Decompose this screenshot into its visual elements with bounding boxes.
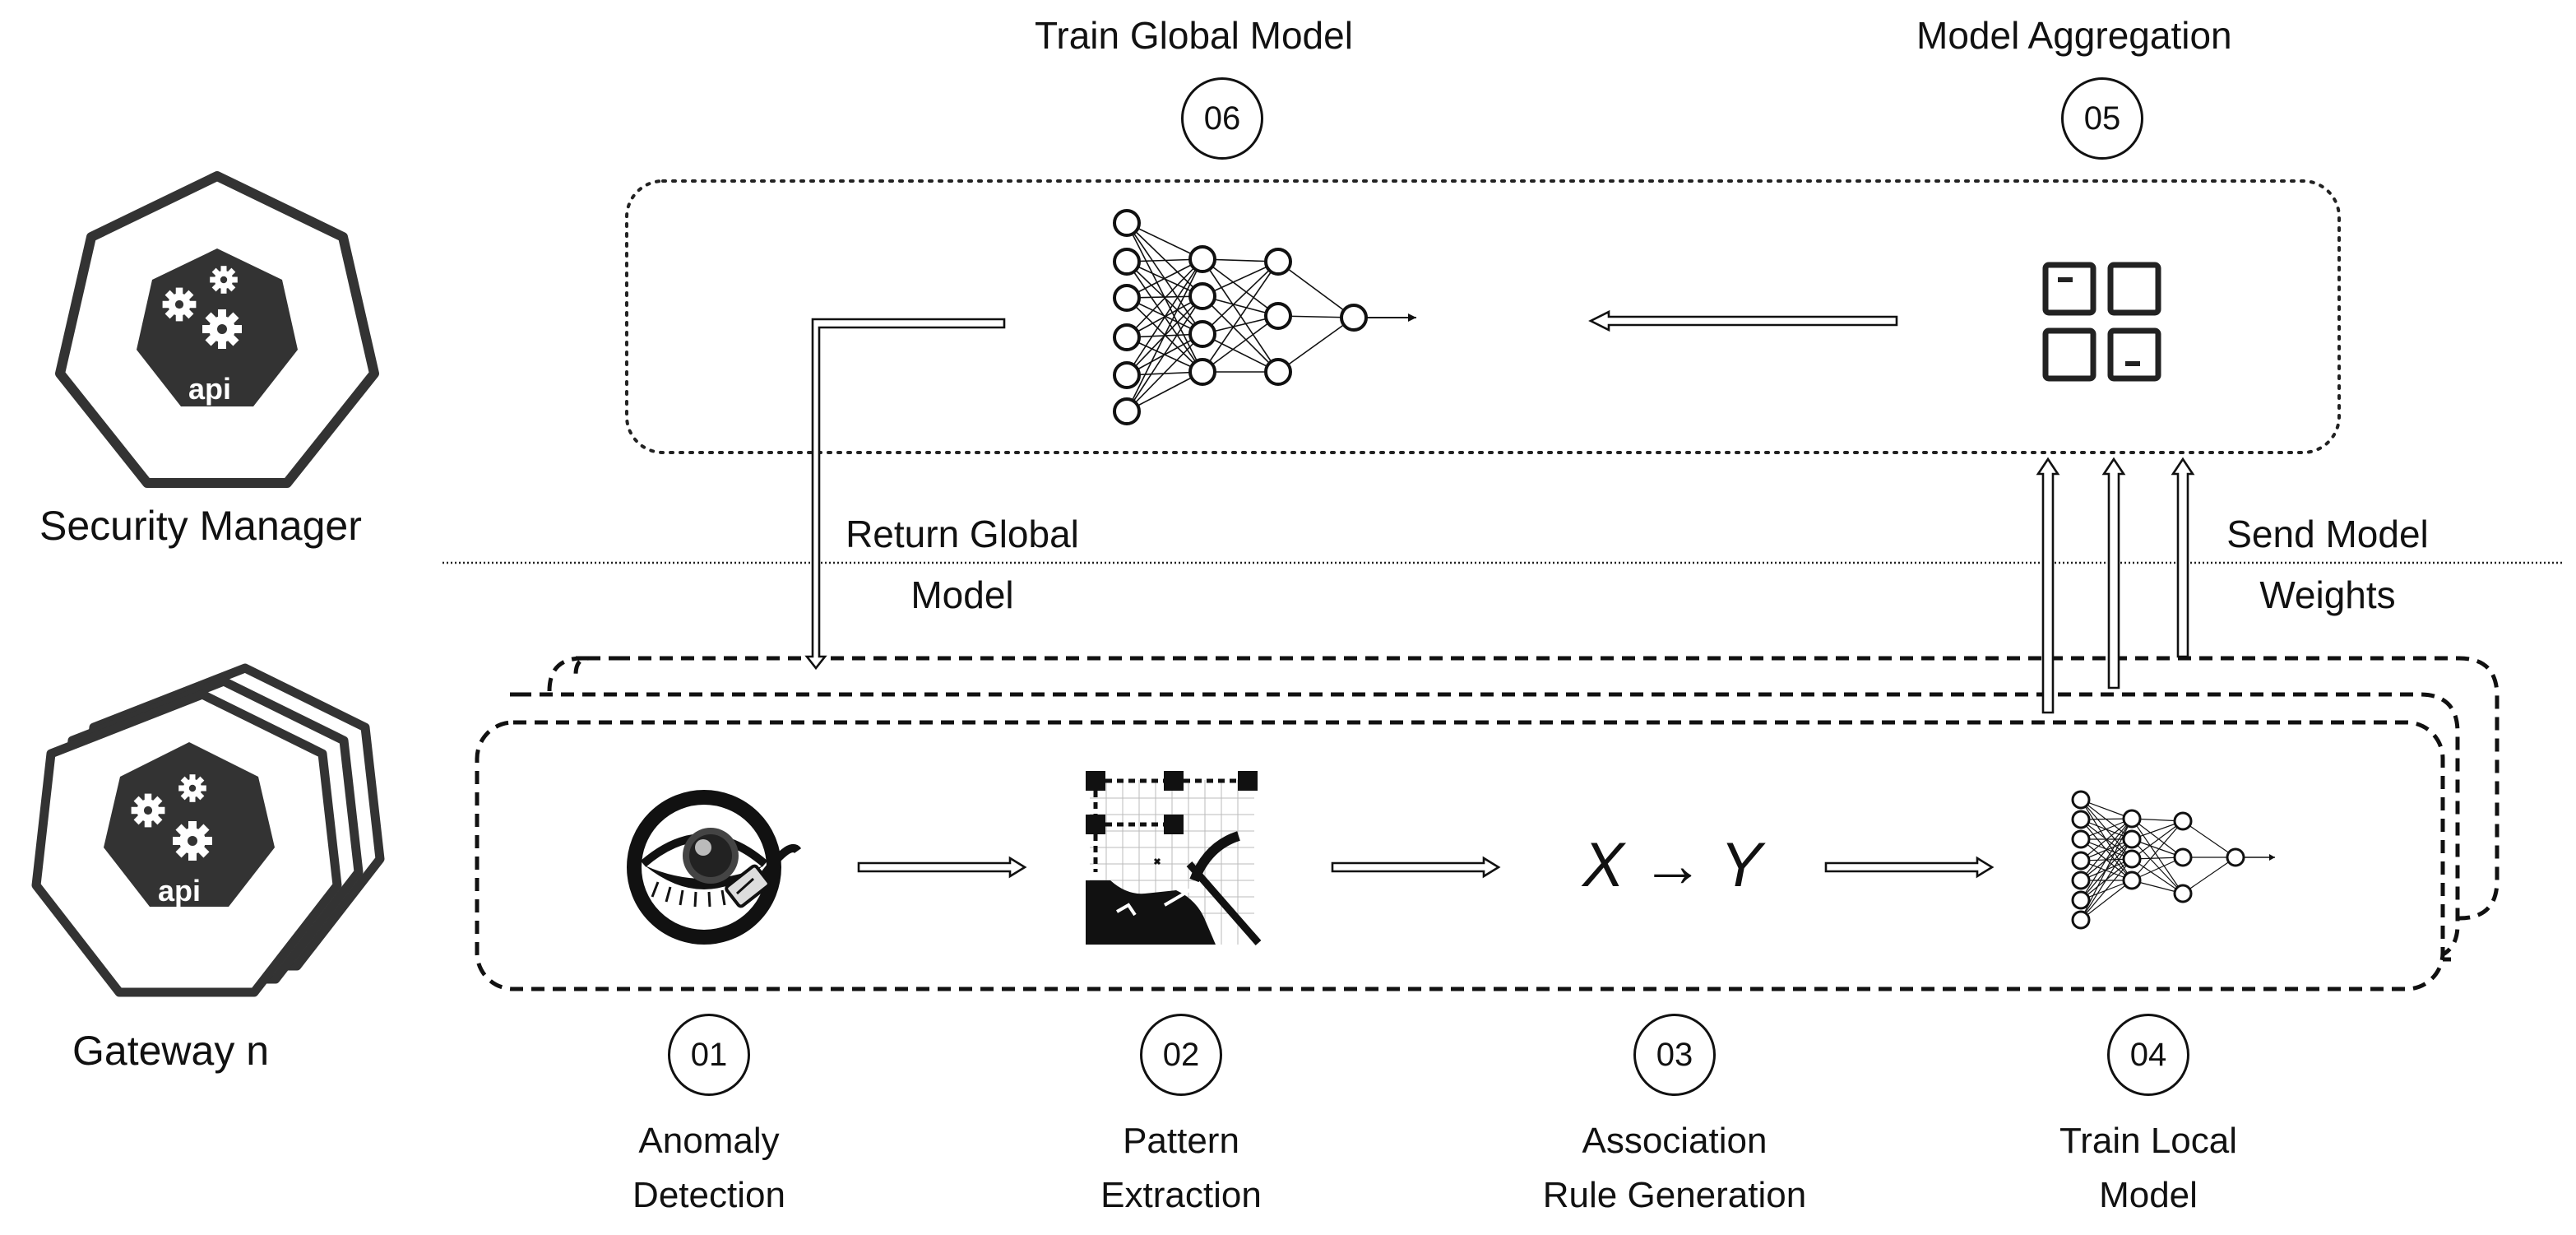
gateway-api-label: api — [158, 874, 202, 908]
step-02-badge: 02 — [1140, 1014, 1222, 1096]
step-06-badge: 06 — [1181, 77, 1263, 160]
return-arrow-label: Return Global Model — [831, 504, 1094, 625]
neural-network-icon — [2071, 790, 2275, 930]
step-01-label-line2: Detection — [632, 1175, 785, 1215]
send-arrow-label-line1: Send Model — [2226, 513, 2429, 555]
step-02-label-line1: Pattern — [1123, 1121, 1239, 1161]
step-01-label: Anomaly Detection — [569, 1114, 849, 1223]
return-arrow-label-line1: Return Global — [846, 513, 1079, 555]
association-rule-formula: X → Y — [1582, 830, 1763, 900]
step-05-title: Model Aggregation — [1916, 14, 2232, 57]
process-arrows — [804, 309, 2195, 879]
step-03-label: Association Rule Generation — [1494, 1114, 1856, 1223]
step-06-title: Train Global Model — [1035, 14, 1353, 57]
return-arrow-label-line2: Model — [910, 573, 1014, 616]
send-arrow-label-line2: Weights — [2259, 573, 2396, 616]
server-box — [625, 179, 2341, 454]
step-01-label-line1: Anomaly — [638, 1121, 780, 1161]
step-04-badge: 04 — [2107, 1014, 2189, 1096]
gateway-icon — [31, 663, 385, 997]
step-02-label: Pattern Extraction — [1041, 1114, 1321, 1223]
security-manager-label: Security Manager — [39, 503, 362, 549]
step-03-label-line1: Association — [1582, 1121, 1768, 1161]
step-01-badge: 01 — [668, 1014, 750, 1096]
gateway-label: Gateway n — [72, 1028, 270, 1074]
send-arrow-label: Send Model Weights — [2196, 504, 2459, 625]
step-03-badge: 03 — [1633, 1014, 1716, 1096]
step-04-label: Train Local Model — [2008, 1114, 2288, 1223]
security-manager-icon — [55, 171, 379, 488]
step-04-label-line1: Train Local — [2059, 1121, 2238, 1161]
server-api-label: api — [188, 372, 232, 406]
gateway-box-stack — [475, 656, 2500, 991]
aggregation-grid-icon — [2042, 262, 2161, 382]
step-05-badge: 05 — [2061, 77, 2143, 160]
step-02-label-line2: Extraction — [1100, 1175, 1262, 1215]
step-03-label-line2: Rule Generation — [1542, 1175, 1807, 1215]
step-04-label-line2: Model — [2099, 1175, 2198, 1215]
eye-network-icon — [627, 790, 802, 945]
pattern-mining-icon — [1086, 771, 1262, 945]
neural-network-icon — [1113, 209, 1416, 425]
